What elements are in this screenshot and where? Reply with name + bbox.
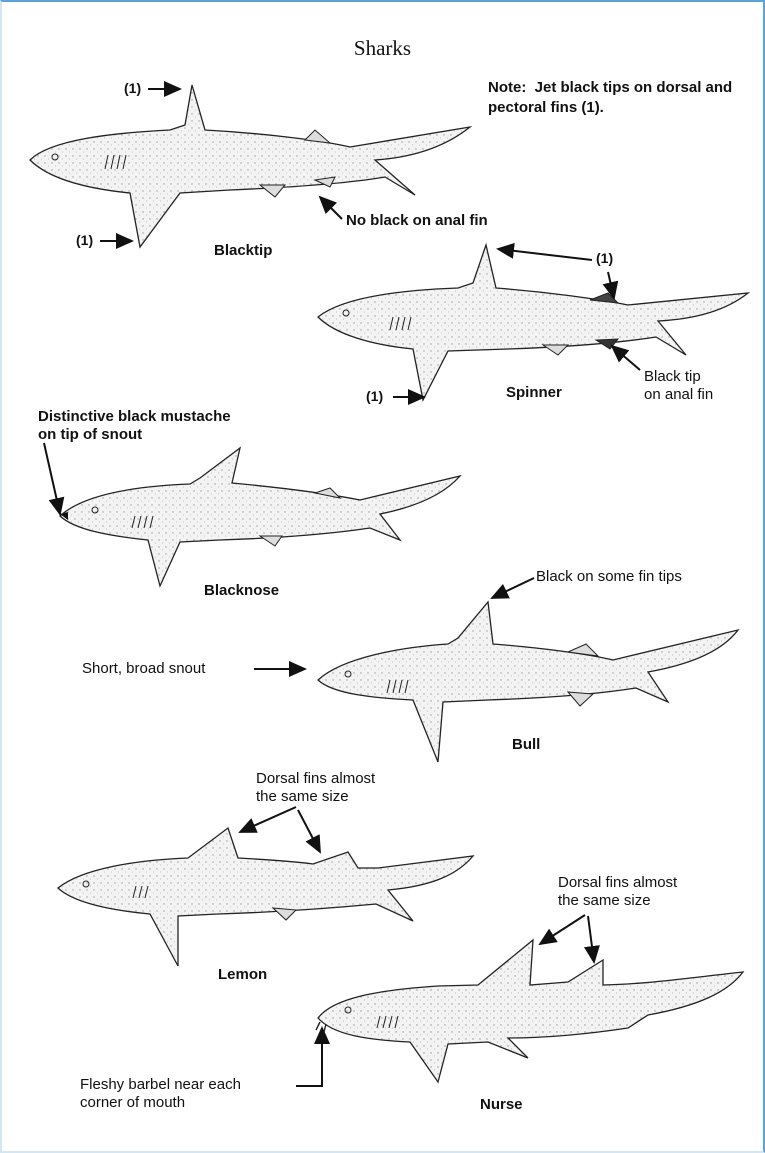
bull-fin-arrow <box>492 578 534 598</box>
nurse-name: Nurse <box>480 1096 523 1113</box>
nurse-barbel-arrow <box>296 1028 322 1086</box>
nurse-barbel-callout-line2: corner of mouth <box>80 1094 185 1112</box>
blacktip-name: Blacktip <box>214 242 272 259</box>
bull-fin-callout: Black on some fin tips <box>536 568 682 586</box>
lemon-first-dorsal-arrow <box>240 807 296 832</box>
nurse-fins-callout-line1: Dorsal fins almost <box>558 874 677 892</box>
nurse-shark-figure <box>316 940 743 1082</box>
spinner-anal-callout-line2: on anal fin <box>644 386 713 404</box>
spinner-dorsal-marker: (1) <box>596 250 613 266</box>
blacktip-pectoral-marker: (1) <box>76 232 93 248</box>
bull-snout-callout: Short, broad snout <box>82 660 205 678</box>
spinner-dorsal-arrow <box>498 249 592 260</box>
bull-name: Bull <box>512 736 540 753</box>
blacknose-snout-arrow <box>44 443 60 514</box>
lemon-callout-line1: Dorsal fins almost <box>256 770 375 788</box>
lemon-shark-figure <box>58 828 473 966</box>
nurse-first-dorsal-arrow <box>540 915 585 944</box>
nurse-barbel-callout-line1: Fleshy barbel near each <box>80 1076 241 1094</box>
blacknose-callout-line2: on tip of snout <box>38 426 142 444</box>
blacknose-name: Blacknose <box>204 582 279 599</box>
spinner-anal-callout-line1: Black tip <box>644 368 701 386</box>
lemon-second-dorsal-arrow <box>298 810 320 852</box>
lemon-callout-line2: the same size <box>256 788 349 806</box>
blacktip-anal-arrow <box>320 197 342 219</box>
blacktip-dorsal-marker: (1) <box>124 80 141 96</box>
blacknose-callout-line1: Distinctive black mustache <box>38 408 231 426</box>
blacknose-shark-figure <box>60 448 460 586</box>
spinner-pectoral-marker: (1) <box>366 388 383 404</box>
nurse-second-dorsal-arrow <box>588 916 594 962</box>
nurse-fins-callout-line2: the same size <box>558 892 651 910</box>
callout-arrows <box>44 89 640 1086</box>
spinner-anal-arrow <box>612 346 640 370</box>
spinner-name: Spinner <box>506 384 562 401</box>
blacktip-anal-callout: No black on anal fin <box>346 212 488 230</box>
lemon-name: Lemon <box>218 966 267 983</box>
